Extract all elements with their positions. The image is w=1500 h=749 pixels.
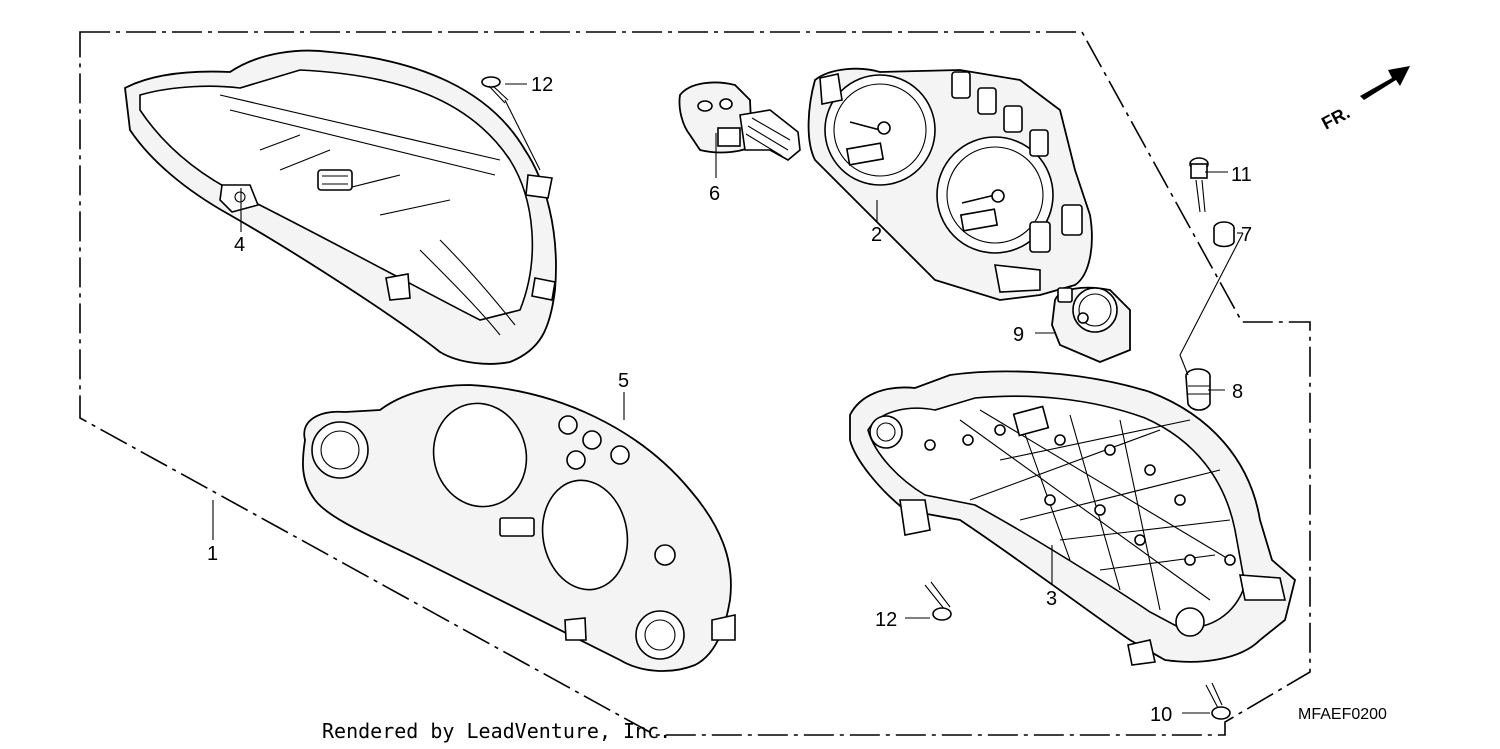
part-5-meter-panel	[302, 384, 736, 672]
leader-lines	[212, 83, 1244, 714]
callout-10: 10	[1150, 704, 1172, 726]
part-12-screw-bottom	[924, 581, 952, 621]
callout-4: 4	[234, 234, 245, 256]
callout-3: 3	[1046, 588, 1057, 610]
callout-12-bottom: 12	[875, 609, 897, 631]
part-3-lower-case	[849, 370, 1297, 666]
callout-5: 5	[618, 370, 629, 392]
callout-1: 1	[207, 543, 218, 565]
front-direction-arrow: FR.	[1318, 66, 1410, 134]
callout-11: 11	[1231, 164, 1252, 186]
part-6-sensor-unit	[678, 81, 801, 161]
callout-9: 9	[1013, 324, 1024, 346]
callout-7: 7	[1241, 224, 1252, 246]
credit-text: Rendered by LeadVenture, Inc.	[322, 719, 671, 743]
part-10-screw	[1205, 682, 1231, 720]
diagram-code: MFAEF0200	[1298, 706, 1387, 723]
part-12-screw-top	[481, 76, 509, 104]
callout-12-top: 12	[531, 74, 553, 96]
part-9-fuel-gauge	[1051, 286, 1131, 363]
part-2-meter-assembly	[807, 67, 1093, 301]
part-11-bolt	[1189, 157, 1209, 213]
part-7-collar	[1213, 221, 1235, 248]
callout-2: 2	[871, 224, 882, 246]
part-4-meter-cover	[124, 49, 557, 365]
assembly-boundary	[79, 31, 1311, 736]
part-8-grommet	[1185, 368, 1211, 411]
front-label: FR.	[1318, 102, 1353, 133]
callout-8: 8	[1232, 381, 1243, 403]
callout-6: 6	[709, 183, 720, 205]
